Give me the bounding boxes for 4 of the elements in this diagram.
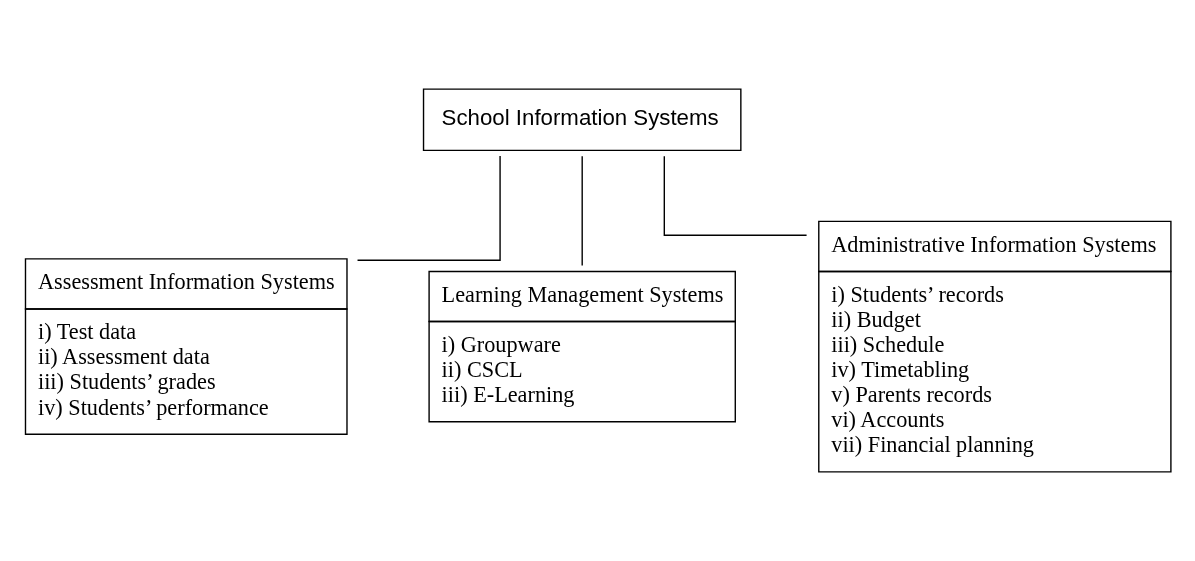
connector [663,155,808,236]
connector [581,155,583,267]
node-box: School Information Systems [422,88,742,152]
connector [356,155,501,261]
